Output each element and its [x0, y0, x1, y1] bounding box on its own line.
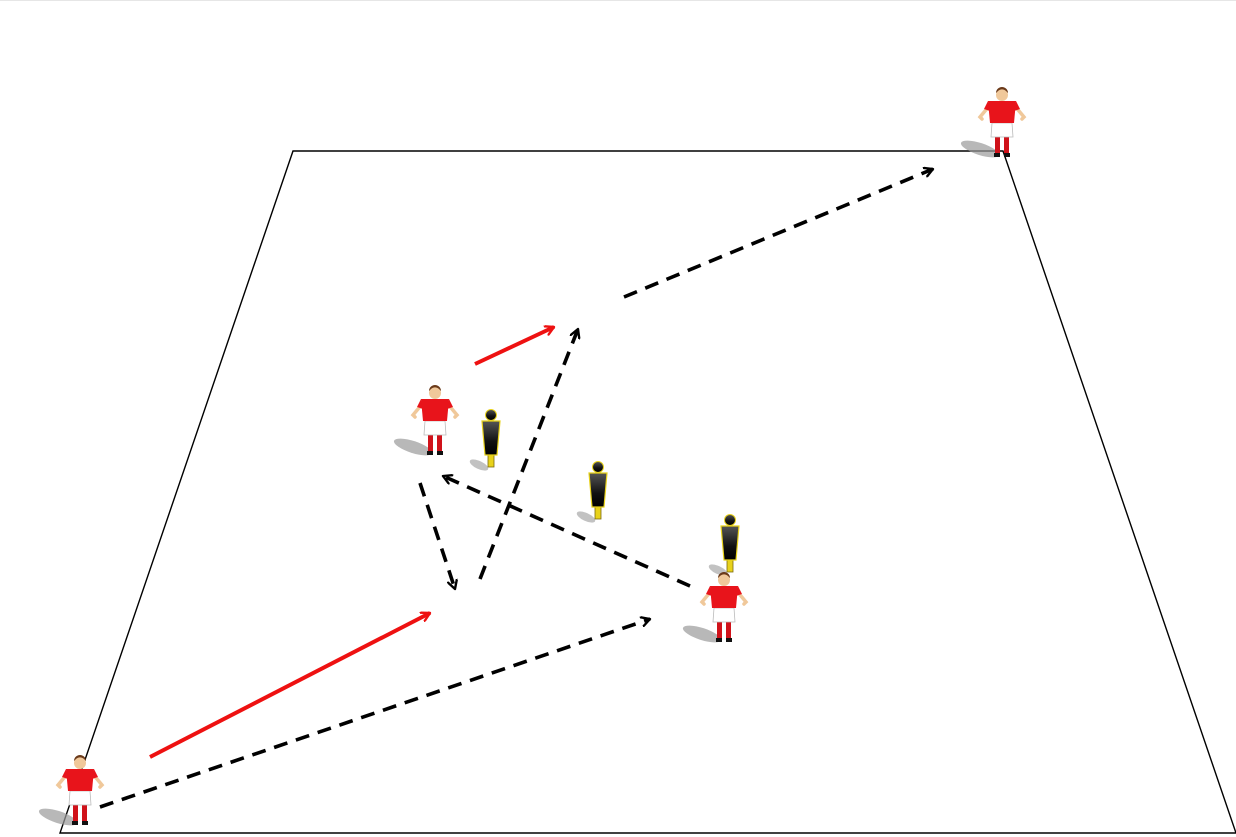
pass-arrow-to-top-right-player [623, 169, 933, 299]
player-icon [957, 85, 1026, 163]
pass-arrow-bottom-to-right-player [99, 619, 650, 809]
pass-arrow-middle-down [418, 482, 455, 589]
pitch-outline [59, 150, 1236, 834]
run-arrow-middle [474, 327, 554, 366]
run-arrow-bottom [149, 611, 430, 759]
